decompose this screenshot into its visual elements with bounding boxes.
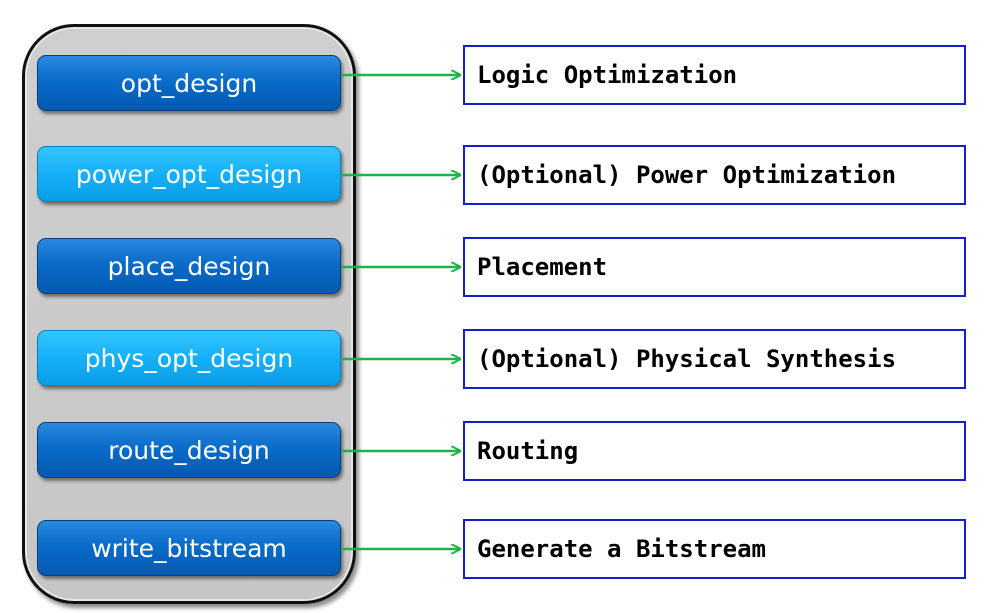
step-route-design[interactable]: route_design <box>37 422 341 478</box>
command-group-container <box>22 24 356 604</box>
step-power-opt-design[interactable]: power_opt_design <box>37 146 341 202</box>
desc-placement: Placement <box>463 237 966 297</box>
step-phys-opt-design[interactable]: phys_opt_design <box>37 330 341 386</box>
step-write-bitstream[interactable]: write_bitstream <box>37 520 341 576</box>
desc-physical-synthesis: (Optional) Physical Synthesis <box>463 329 966 389</box>
desc-routing: Routing <box>463 421 966 481</box>
desc-power-optimization: (Optional) Power Optimization <box>463 145 966 205</box>
desc-logic-optimization: Logic Optimization <box>463 45 966 105</box>
desc-generate-bitstream: Generate a Bitstream <box>463 519 966 579</box>
step-opt-design[interactable]: opt_design <box>37 55 341 111</box>
step-place-design[interactable]: place_design <box>37 238 341 294</box>
